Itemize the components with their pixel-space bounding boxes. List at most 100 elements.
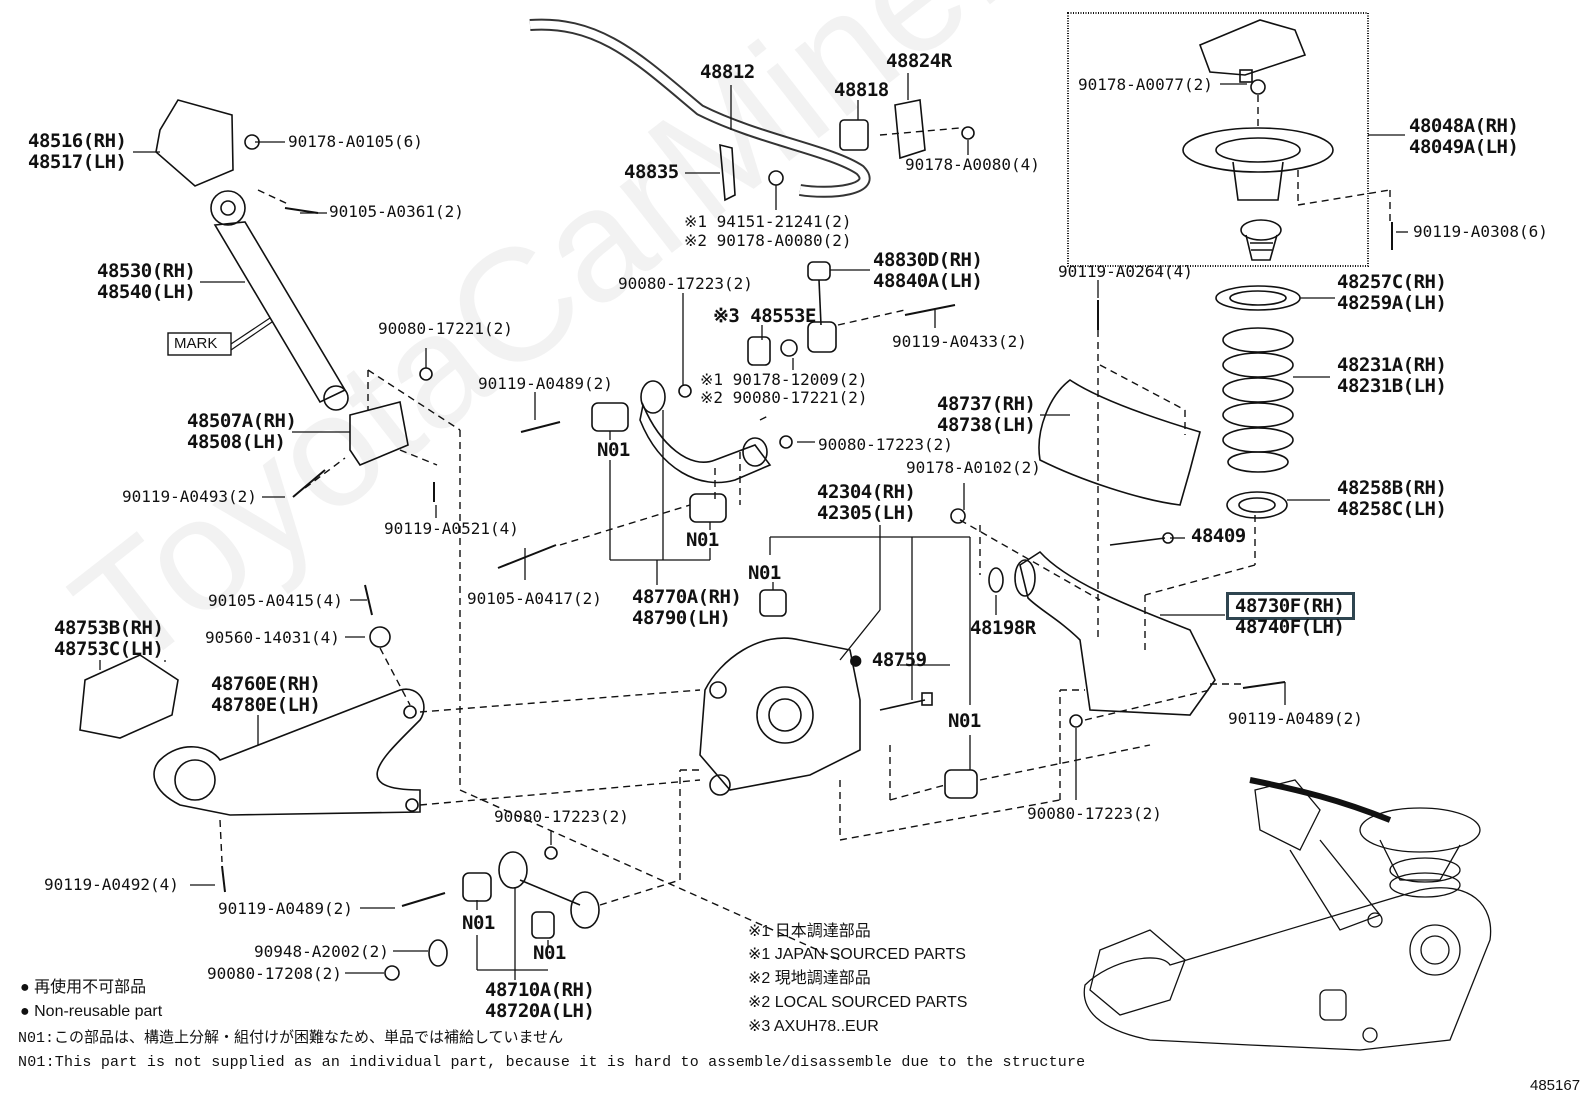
part-label-48753b[interactable]: 48753B(RH)48753C(LH) (54, 617, 164, 660)
part-number-rh: 48753B(RH) (54, 617, 164, 639)
part-label-90105-a0417[interactable]: 90105-A0417(2) (467, 589, 602, 608)
part-label-90178-12009[interactable]: ※1 90178-12009(2) (700, 370, 868, 389)
part-label-90119-a0308[interactable]: 90119-A0308(6) (1413, 222, 1548, 241)
part-label-48824r[interactable]: 48824R (886, 50, 952, 72)
part-label-90080-17223-right[interactable]: 90080-17223(2) (1027, 804, 1162, 823)
shock-lower-bracket-drawing (349, 401, 409, 466)
part-number-lh: 48738(LH) (937, 414, 1036, 436)
part-label-48760e[interactable]: 48760E(RH)48780E(LH) (211, 673, 321, 716)
n01-marker: N01 (597, 439, 630, 461)
part-number-rh: 48530(RH) (97, 260, 196, 282)
trailing-arm-bracket-drawing (79, 654, 179, 739)
part-label-90080-17208[interactable]: 90080-17208(2) (207, 964, 342, 983)
part-label-90948-a2002[interactable]: 90948-A2002(2) (254, 942, 389, 961)
part-label-48818[interactable]: 48818 (834, 79, 889, 101)
part-label-42304[interactable]: 42304(RH)42305(LH) (817, 481, 916, 524)
part-label-48759[interactable]: ● 48759 (850, 649, 927, 671)
part-number-rh: 48737(RH) (937, 393, 1036, 415)
part-label-90119-a0489-low[interactable]: 90119-A0489(2) (218, 899, 353, 918)
sourcing-note: ※3 AXUH78..EUR (748, 1018, 879, 1035)
coil-spring-drawing (1222, 327, 1294, 473)
part-label-48257c[interactable]: 48257C(RH)48259A(LH) (1337, 272, 1447, 314)
part-label-48770a[interactable]: 48770A(RH)48790(LH) (632, 586, 742, 629)
part-label-90119-a0489-mid[interactable]: 90119-A0489(2) (478, 374, 613, 393)
part-label-48835[interactable]: 48835 (624, 161, 679, 183)
part-number-rh: 48507A(RH) (187, 410, 297, 432)
part-label-90080-17223-low[interactable]: 90080-17223(2) (494, 807, 629, 826)
part-label-48507a[interactable]: 48507A(RH)48508(LH) (187, 410, 297, 453)
part-label-90119-a0492[interactable]: 90119-A0492(4) (44, 875, 179, 894)
part-label-48730f[interactable]: 48730F(RH)48740F(LH) (1235, 596, 1345, 638)
part-label-90119-a0264[interactable]: 90119-A0264(4) (1058, 262, 1193, 281)
part-label-90080-17221-note2[interactable]: ※2 90080-17221(2) (700, 388, 868, 407)
upper-spring-insulator-drawing (1215, 285, 1301, 311)
shock-absorber-drawing (210, 190, 349, 411)
part-number-lh: 42305(LH) (817, 502, 916, 524)
stabilizer-bushing-drawing (839, 119, 869, 151)
stabilizer-link-drawing (807, 261, 837, 353)
part-number-lh: 48049A(LH) (1409, 136, 1519, 158)
part-number-lh: 48231B(LH) (1337, 375, 1447, 397)
strut-mount-nut-drawing (1250, 79, 1266, 95)
leader-lines (99, 73, 1408, 980)
part-label-48198r[interactable]: 48198R (970, 617, 1036, 639)
legend-n01-en: N01:This part is not supplied as an indi… (18, 1054, 1086, 1071)
strut-cover-plate-drawing (1198, 19, 1307, 83)
part-label-90080-17221[interactable]: 90080-17221(2) (378, 319, 513, 338)
highlighted-part-frame (1226, 592, 1355, 620)
spring-bracket-drawing (1038, 379, 1201, 506)
part-label-90178-a0105[interactable]: 90178-A0105(6) (288, 132, 423, 151)
sourcing-note: ※2 LOCAL SOURCED PARTS (748, 994, 968, 1011)
part-number-rh: 48760E(RH) (211, 673, 321, 695)
assembly-dashed-lines (219, 95, 1391, 961)
part-label-90178-a0102[interactable]: 90178-A0102(2) (906, 458, 1041, 477)
part-label-94151-21241[interactable]: ※1 94151-21241(2) (684, 212, 852, 231)
part-label-48048a[interactable]: 48048A(RH)48049A(LH) (1409, 116, 1519, 158)
lower-control-arm-drawing (988, 550, 1216, 716)
part-label-48830d[interactable]: 48830D(RH)48840A(LH) (873, 250, 983, 292)
part-number-lh: 48540(LH) (97, 281, 196, 303)
mark-label: MARK (174, 335, 218, 352)
part-label-90178-a0077[interactable]: 90178-A0077(2) (1078, 75, 1213, 94)
part-number-lh: 48258C(LH) (1337, 498, 1447, 520)
part-label-48409[interactable]: 48409 (1191, 525, 1246, 547)
part-label-90080-17223-mid[interactable]: 90080-17223(2) (818, 435, 953, 454)
part-label-90119-a0521[interactable]: 90119-A0521(4) (384, 519, 519, 538)
part-number-lh: 48753C(LH) (54, 638, 164, 660)
part-label-48710a[interactable]: 48710A(RH)48720A(LH) (485, 980, 595, 1022)
part-number-rh: 48231A(RH) (1337, 354, 1447, 376)
part-label-90105-a0361[interactable]: 90105-A0361(2) (329, 202, 464, 221)
part-label-90178-a0080-2[interactable]: ※2 90178-A0080(2) (684, 231, 852, 250)
part-label-48530[interactable]: 48530(RH)48540(LH) (97, 260, 196, 303)
part-label-48737[interactable]: 48737(RH)48738(LH) (937, 393, 1036, 436)
part-number-rh: 48770A(RH) (632, 586, 742, 608)
sourcing-note: ※1 JAPAN SOURCED PARTS (748, 946, 966, 963)
part-label-48258b[interactable]: 48258B(RH)48258C(LH) (1337, 478, 1447, 520)
part-number-lh: 48720A(LH) (485, 1000, 595, 1022)
part-label-90119-a0433[interactable]: 90119-A0433(2) (892, 332, 1027, 351)
stabilizer-clamp-drawing (894, 99, 926, 160)
part-label-90119-a0489-right[interactable]: 90119-A0489(2) (1228, 709, 1363, 728)
bolt-drawing (221, 207, 1393, 907)
part-label-48516[interactable]: 48516(RH)48517(LH) (28, 131, 127, 173)
part-label-48553e[interactable]: ※3 48553E (713, 305, 816, 327)
n01-marker: N01 (533, 942, 566, 964)
part-number-rh: 42304(RH) (817, 481, 916, 503)
part-label-90119-a0493[interactable]: 90119-A0493(2) (122, 487, 257, 506)
part-number-lh: 48840A(LH) (873, 270, 983, 292)
n01-marker: N01 (748, 562, 781, 584)
assembled-suspension-view-drawing (1083, 777, 1492, 1051)
part-label-48812[interactable]: 48812 (700, 61, 755, 83)
part-number-lh: 48780E(LH) (211, 694, 321, 716)
part-label-90560-14031[interactable]: 90560-14031(4) (205, 628, 340, 647)
part-label-90080-17223-top[interactable]: 90080-17223(2) (618, 274, 753, 293)
part-label-90178-a0080-4[interactable]: 90178-A0080(4) (905, 155, 1040, 174)
upper-control-arm-drawing (639, 380, 772, 484)
sourcing-note: ※1 日本調達部品 (748, 923, 871, 940)
part-label-90105-a0415[interactable]: 90105-A0415(4) (208, 591, 343, 610)
n01-marker: N01 (948, 710, 981, 732)
camber-bolt-drawing (1109, 532, 1174, 546)
legend-nonreusable-jp: ● 再使用不可部品 (20, 979, 147, 996)
part-label-48231a[interactable]: 48231A(RH)48231B(LH) (1337, 354, 1447, 397)
